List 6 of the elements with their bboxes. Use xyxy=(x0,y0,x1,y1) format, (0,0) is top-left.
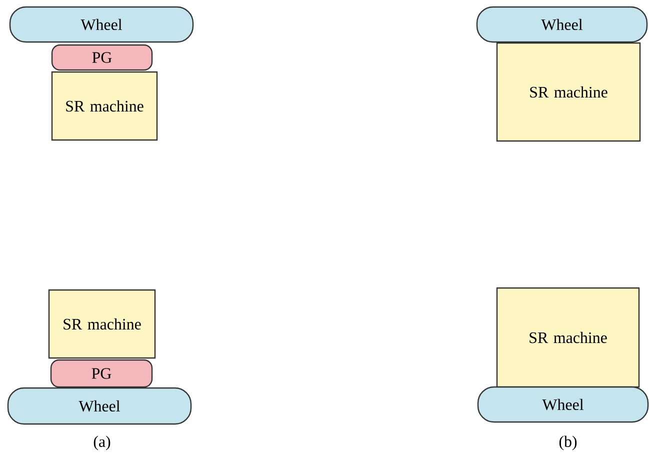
machine-box: SR machine xyxy=(496,287,640,388)
machine-box: SR machine xyxy=(496,42,641,142)
sensor-box: PG xyxy=(50,359,153,388)
machine-box: SR machine xyxy=(51,71,158,141)
machine-box: SR machine xyxy=(48,289,156,359)
sensor-box: PG xyxy=(51,44,153,71)
